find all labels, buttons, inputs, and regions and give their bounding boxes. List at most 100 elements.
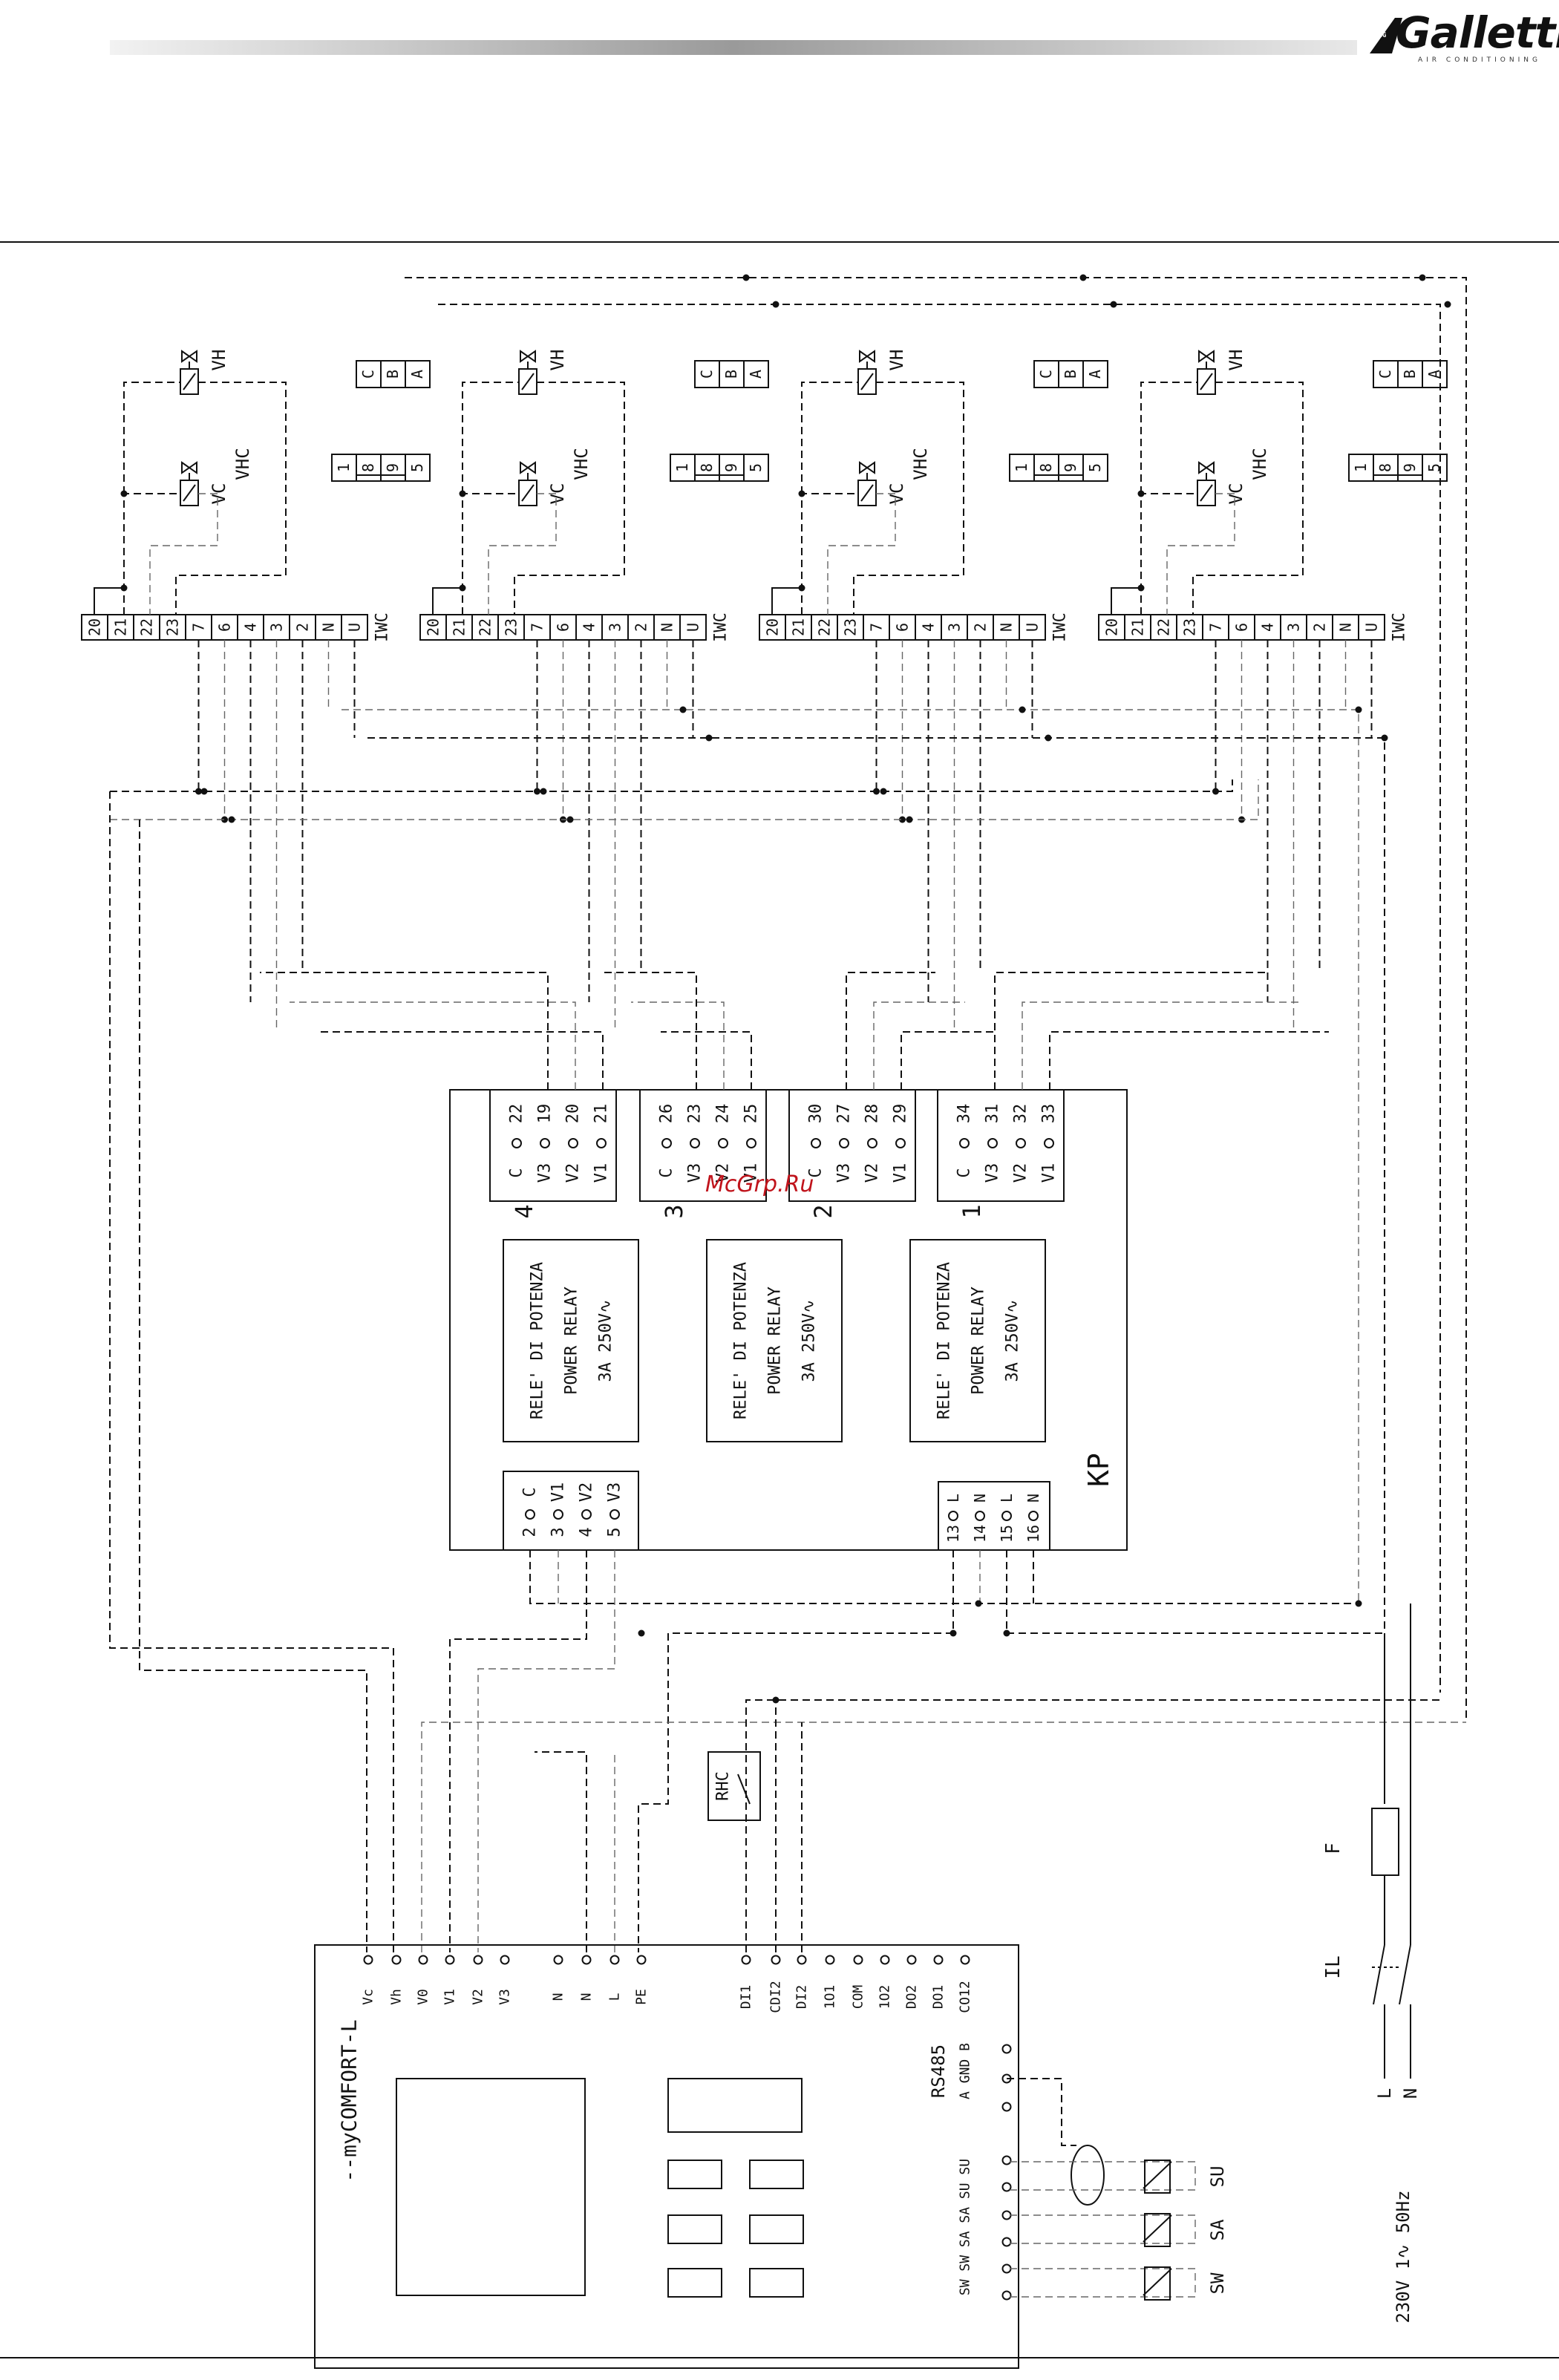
wire-kp-v3 [477, 1550, 615, 1952]
wire-b-to-controller [745, 1699, 1440, 1952]
unit-3-valve-coil-slash [521, 484, 535, 502]
unit-1-terminal-label: 4 [1259, 623, 1277, 632]
sensor-sw-thermistor [1144, 2266, 1171, 2301]
kp-relay-text: RELE' DI POTENZA [732, 1262, 751, 1419]
kp-pin-number: 28 [863, 1104, 882, 1124]
kp-feed-wire-2 [631, 1001, 725, 1090]
controller-pin-label: Vc [361, 1989, 376, 2005]
unit-1-strap-label: 9 [1401, 463, 1419, 472]
controller-pin-label: DO1 [931, 1985, 947, 2010]
controller-pin-ring [391, 1955, 402, 1965]
unit-4-terminal-label: 2 [294, 623, 312, 632]
kp-pin-name: V1 [592, 1163, 611, 1183]
sensor-su-label: SU [1207, 2166, 1228, 2188]
controller-pin-ring [741, 1955, 751, 1965]
unit-1-valve-icon [1198, 350, 1215, 363]
unit-4-jumper-20-21 [94, 587, 124, 615]
unit-2-iwc-label: IWC [1051, 612, 1070, 642]
rs485-pin-ring [1001, 2102, 1012, 2112]
kp-pin-ring [867, 1138, 877, 1148]
kp-input-ring [609, 1509, 620, 1520]
kp-power-ring [948, 1511, 958, 1521]
kp-group-number: 4 [510, 1204, 538, 1218]
sensor-pin-ring [1001, 2263, 1012, 2274]
junction-dot [679, 706, 687, 713]
controller-pin-ring [609, 1955, 620, 1965]
kp-pin-number: 23 [686, 1104, 705, 1124]
junction-dot [566, 816, 574, 823]
unit-1-vhc-label: VHC [1249, 448, 1270, 480]
unit-4-junction-dot [221, 816, 228, 823]
kp-pin-name: C [658, 1168, 676, 1177]
kp-pin-ring [959, 1138, 970, 1148]
controller-pin-label: Vh [389, 1989, 405, 2005]
unit-2-wire-vc-return [801, 493, 858, 615]
kp-pin-name: V3 [835, 1163, 854, 1183]
controller-pin-ring [825, 1955, 835, 1965]
unit-1-cba-label: A [1425, 370, 1443, 379]
kp-pin-ring [987, 1138, 998, 1148]
unit-1-terminal-label: 21 [1129, 618, 1147, 636]
bus-l-line [367, 737, 1385, 1633]
main-switch-icon [1373, 1875, 1411, 2079]
sensor-cable-ring [1071, 2145, 1105, 2206]
kp-power-ring [975, 1511, 985, 1521]
junction-dot [1019, 706, 1026, 713]
mycomfort-controller [314, 1944, 1019, 2369]
unit-2-valve-icon [859, 350, 875, 363]
unit-4-strap-label: 9 [384, 463, 402, 472]
unit-3-wire-vc-return [462, 493, 519, 615]
unit-1-cba-label: B [1401, 370, 1419, 379]
kp-feed-wire-3 [901, 1031, 995, 1090]
kp-input-pin: 2 [521, 1527, 540, 1537]
unit-3-strap-label: 8 [698, 463, 716, 472]
unit-4-valve-coil-slash [183, 484, 196, 502]
controller-pin-label: L [607, 1992, 623, 2001]
junction-dot [950, 1629, 957, 1637]
unit-4-wire-vc [149, 493, 218, 615]
kp-group-number: 2 [809, 1204, 837, 1218]
kp-power-relay-2 [706, 1239, 843, 1442]
supply-n-label: N [1400, 2088, 1421, 2099]
unit-1-terminal-label: N [1337, 623, 1355, 632]
kp-group-1 [937, 1089, 1065, 1202]
controller-pin-label: DO2 [904, 1985, 920, 2010]
controller-pin-label: V1 [442, 1989, 458, 2005]
kp-pin-ring [512, 1138, 522, 1148]
unit-3-terminal-label: U [684, 623, 702, 632]
unit-2-terminal-label: 2 [972, 623, 990, 632]
kp-power-relay-3 [909, 1239, 1046, 1442]
junction-dot [906, 816, 913, 823]
unit-2-junction-dot [798, 584, 805, 592]
unit-1-strap-label: 5 [1425, 463, 1443, 472]
unit-3-terminal-label: N [658, 623, 676, 632]
kp-input-name: V3 [606, 1482, 624, 1503]
supply-voltage-label: 230V 1∿ 50Hz [1393, 2190, 1413, 2323]
junction-dot [1381, 734, 1388, 742]
bus-vh-line [110, 779, 1259, 820]
junction-dot [1355, 706, 1362, 713]
unit-4-valve-icon [181, 350, 197, 363]
rs485-pin-ring [1001, 2044, 1012, 2054]
unit-1-valve-icon [1198, 461, 1215, 474]
controller-pin-label: V3 [497, 1989, 513, 2005]
kp-group-2 [788, 1089, 916, 1202]
unit-3-strap-label: 1 [673, 463, 691, 472]
unit-2-terminal-label: 6 [894, 623, 912, 632]
sensor-sa-label: SA [1207, 2219, 1228, 2240]
junction-dot [705, 734, 713, 742]
unit-2-valve-coil-slash [860, 373, 874, 390]
unit-1-terminal-label: 6 [1233, 623, 1251, 632]
kp-power-name: L [944, 1494, 962, 1503]
kp-pin-number: 34 [955, 1104, 974, 1124]
kp-input-pin: 4 [578, 1527, 596, 1537]
controller-pin-label: COM [851, 1985, 866, 2010]
unit-2-strap-label: 1 [1013, 463, 1030, 472]
unit-2-terminal-label: 21 [790, 618, 808, 636]
unit-4-iwc-label: IWC [373, 612, 392, 642]
unit-1-valve-coil-slash [1200, 484, 1213, 502]
brand-logo-icon: ANG [1370, 18, 1402, 53]
kp-pin-number: 26 [658, 1104, 676, 1124]
controller-pin-label: V2 [471, 1989, 486, 2005]
unit-1-iwc-label: IWC [1390, 612, 1409, 642]
